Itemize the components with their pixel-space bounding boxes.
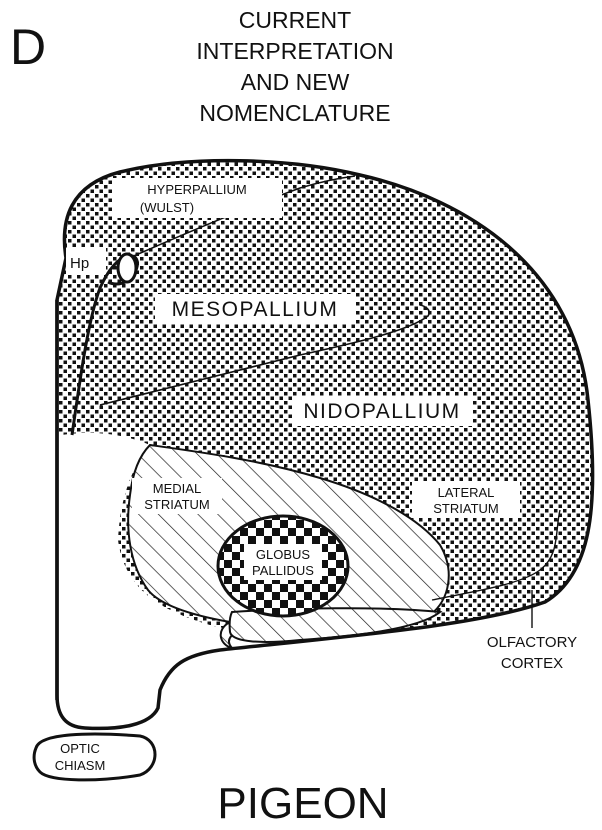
globus-pallidus-label-1: GLOBUS: [256, 547, 311, 562]
lateral-striatum-label-1: LATERAL: [438, 485, 495, 500]
mesopallium-label: MESOPALLIUM: [172, 298, 339, 321]
nidopallium-label: NIDOPALLIUM: [303, 400, 460, 423]
globus-pallidus-label-2: PALLIDUS: [252, 563, 314, 578]
panel-letter: D: [10, 19, 46, 75]
olfactory-cortex-label-1: OLFACTORY: [487, 634, 577, 651]
heading-line-1: CURRENT: [239, 7, 351, 33]
heading-line-3: AND NEW: [241, 69, 350, 95]
heading-line-2: INTERPRETATION: [196, 38, 393, 64]
hp-ventricle: [118, 254, 136, 282]
heading-line-4: NOMENCLATURE: [199, 100, 390, 126]
medial-striatum-label-1: MEDIAL: [153, 481, 201, 496]
olfactory-cortex-label-2: CORTEX: [501, 655, 563, 672]
optic-chiasm-label-1: OPTIC: [60, 741, 100, 756]
species-label: PIGEON: [217, 779, 388, 828]
hp-label: Hp: [70, 255, 89, 272]
lateral-striatum-label-2: STRIATUM: [433, 501, 498, 516]
medial-striatum-label-2: STRIATUM: [144, 497, 209, 512]
optic-chiasm-label-2: CHIASM: [55, 758, 106, 773]
wulst-label: (WULST): [140, 200, 194, 215]
hyperpallium-label: HYPERPALLIUM: [147, 182, 246, 197]
